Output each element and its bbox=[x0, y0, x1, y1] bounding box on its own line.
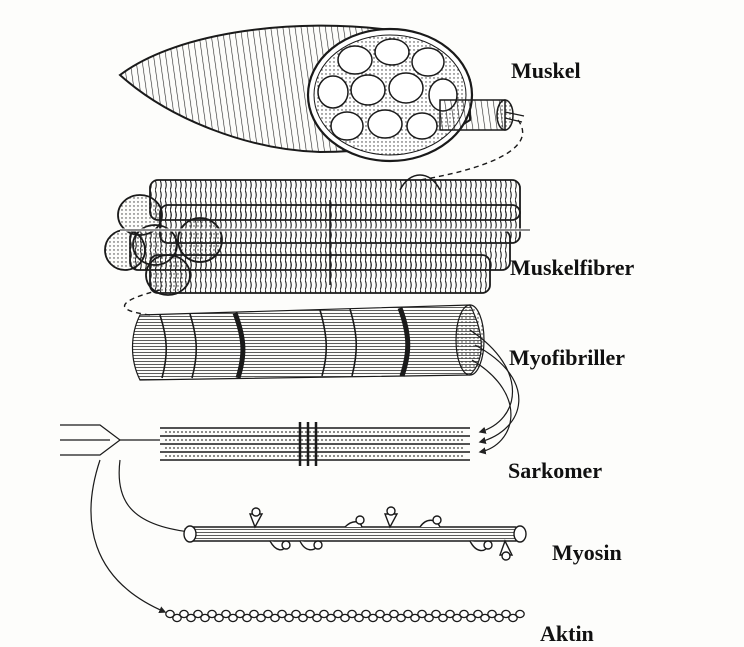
myosin-filament bbox=[184, 507, 526, 560]
actin-bead bbox=[516, 610, 524, 617]
sarcomere bbox=[60, 422, 470, 612]
label-myofibriller: Myofibriller bbox=[509, 345, 625, 371]
label-myosin: Myosin bbox=[552, 540, 622, 566]
label-muskel: Muskel bbox=[511, 58, 581, 84]
muscle-whole bbox=[120, 26, 524, 180]
actin-filament bbox=[166, 610, 524, 621]
label-sarkomer: Sarkomer bbox=[508, 458, 602, 484]
label-muskelfibrer: Muskelfibrer bbox=[510, 255, 634, 281]
myofibril-bundle bbox=[133, 305, 519, 452]
muscle-fibres bbox=[105, 175, 530, 315]
label-aktin: Aktin bbox=[540, 621, 594, 647]
